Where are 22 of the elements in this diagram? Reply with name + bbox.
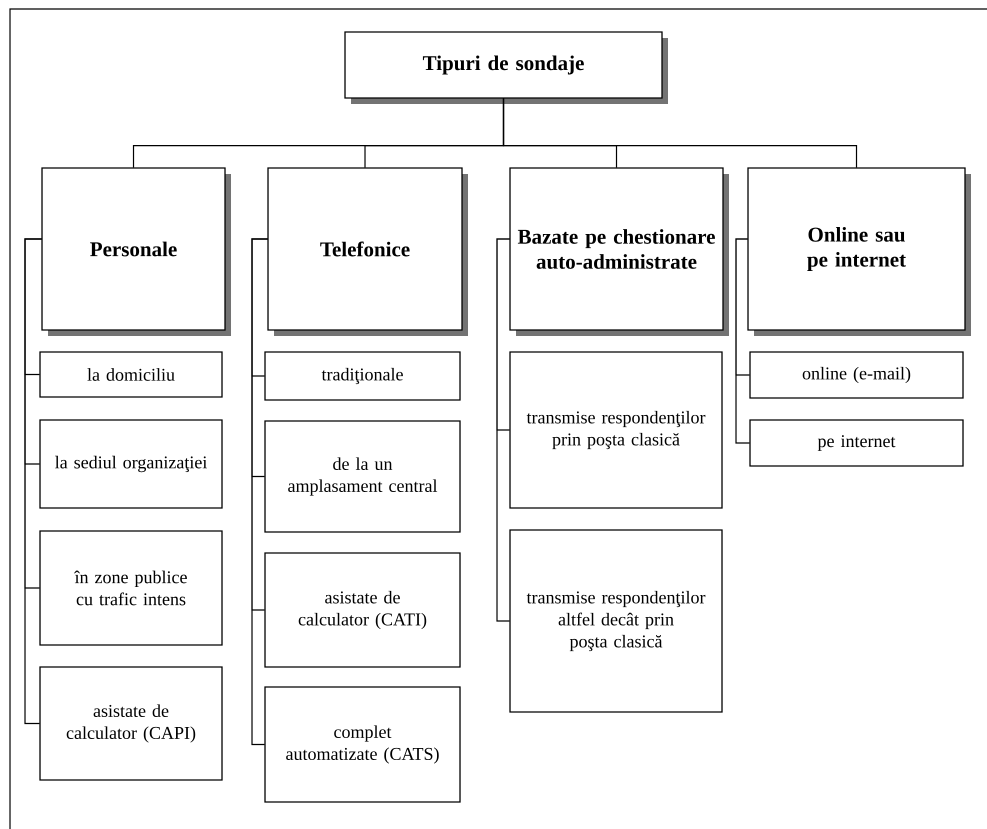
item-box: la domiciliu <box>39 351 223 398</box>
category-box: Personale <box>41 167 231 336</box>
item-box: asistate de calculator (CAPI) <box>39 666 223 781</box>
root-box: Tipuri de sondaje <box>344 31 668 104</box>
item-box: în zone publice cu trafic intens <box>39 530 223 646</box>
connector-line <box>496 238 510 622</box>
item-box: complet automatizate (CATS) <box>264 686 461 803</box>
item-box: de la un amplasament central <box>264 420 461 533</box>
item-box: transmise respondenţilor altfel decât prin poşta clasică <box>509 529 723 713</box>
category-box: Bazate pe chestionare auto-administrate <box>509 167 729 336</box>
item-box: pe internet <box>749 419 964 467</box>
connector-line <box>24 238 42 724</box>
category-box: Telefonice <box>267 167 468 336</box>
connector-line <box>502 98 858 168</box>
item-box: online (e-mail) <box>749 351 964 399</box>
item-box: la sediul organizaţiei <box>39 419 223 509</box>
category-box: Online sau pe internet <box>747 167 971 336</box>
item-box: transmise respondenţilor prin poşta clasică <box>509 351 723 509</box>
connector-line <box>251 238 268 746</box>
connector-line <box>735 238 750 444</box>
item-box: asistate de calculator (CATI) <box>264 552 461 668</box>
item-box: tradiţionale <box>264 351 461 401</box>
